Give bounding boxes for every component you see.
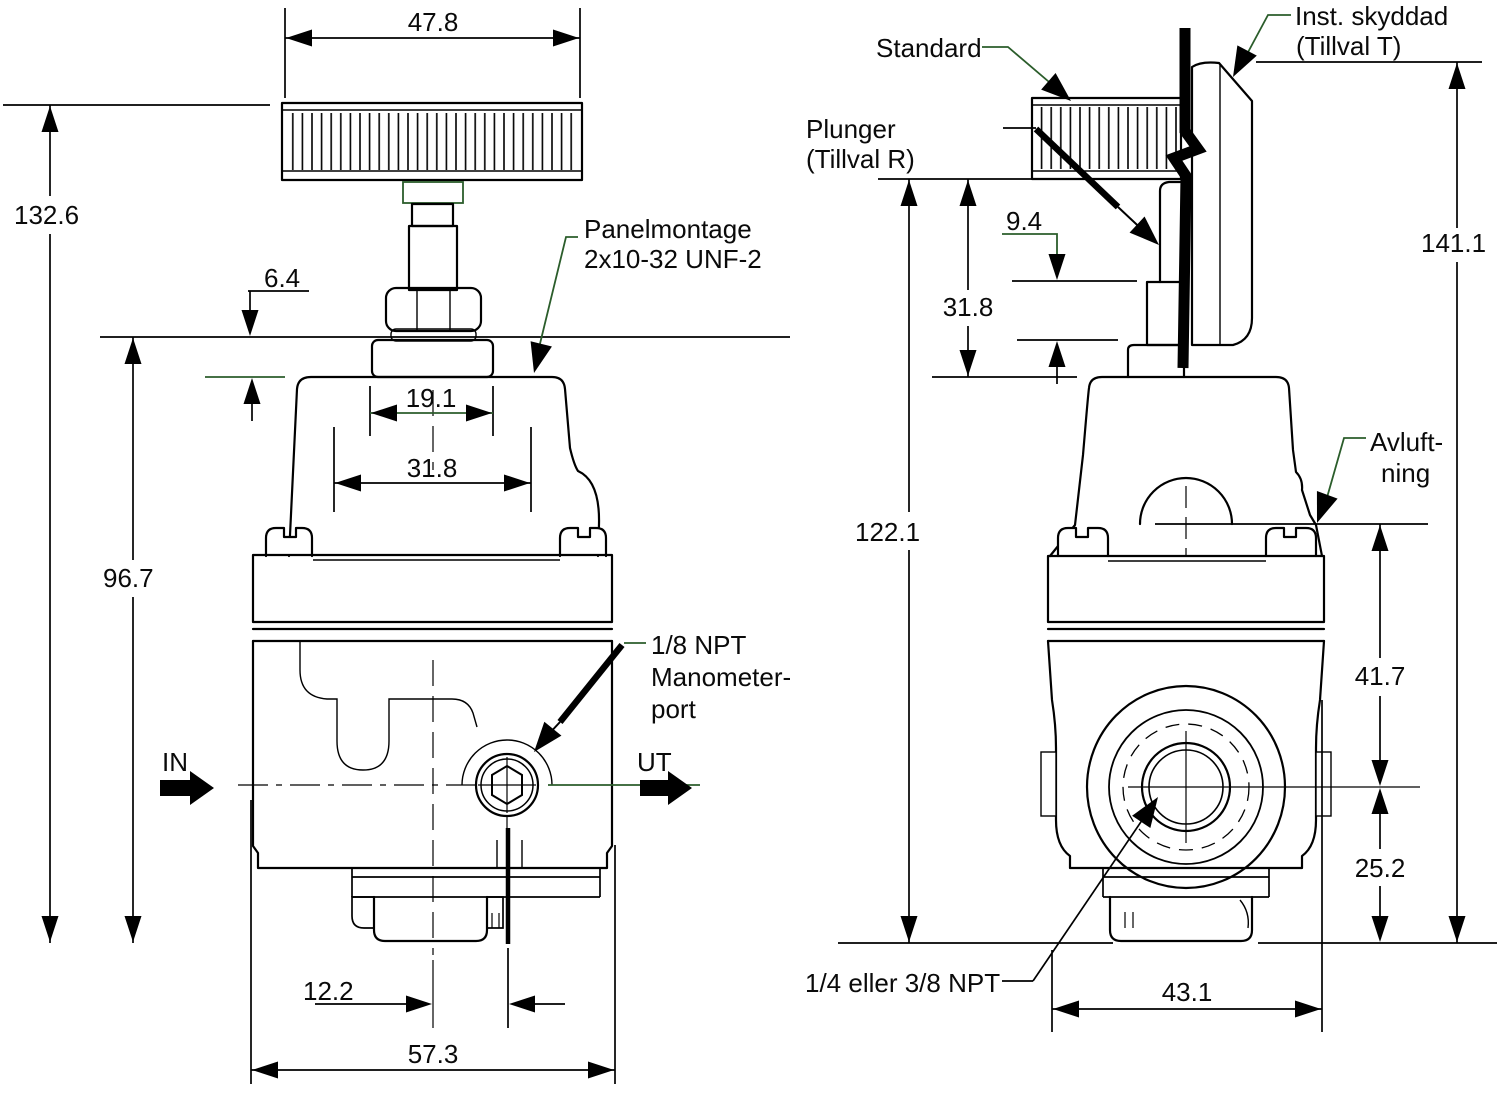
dim-panel-hole: 31.8 [407, 453, 458, 483]
vent-dome [1138, 476, 1234, 526]
label-tamper-2: (Tillval T) [1296, 31, 1401, 61]
tamper-cover [1190, 61, 1254, 347]
side-screw-left [1056, 526, 1110, 558]
label-gauge-port-1: 1/8 NPT [651, 630, 746, 660]
gauge-port [461, 739, 553, 944]
dim-side-total-height: 122.1 [855, 517, 920, 547]
dim-panel-thickness: 6.4 [264, 263, 300, 293]
side-knob [1030, 96, 1183, 181]
dim-total-height-tamper: 141.1 [1421, 228, 1486, 258]
side-boss-right [1315, 751, 1332, 817]
label-plunger-2: (Tillval R) [806, 144, 915, 174]
dim-plunger-travel: 9.4 [1006, 206, 1042, 236]
knob-collar [402, 181, 464, 204]
dim-port-to-base: 25.2 [1355, 853, 1406, 883]
dim-body-width: 57.3 [408, 1039, 459, 1069]
dim-gauge-port-offset: 12.2 [303, 976, 354, 1006]
adjustment-stem [407, 202, 459, 292]
side-screw-right [1264, 526, 1318, 558]
plunger-collar [1145, 280, 1185, 347]
bottom-cap [351, 868, 601, 943]
dim-stem-width: 19.1 [406, 383, 457, 413]
dim-port-width: 43.1 [1162, 977, 1213, 1007]
inlet-arrow-icon [160, 771, 214, 805]
dim-vent-to-port: 41.7 [1355, 661, 1406, 691]
regulator-body [251, 553, 614, 870]
side-bottom-cap [1102, 868, 1270, 943]
plunger-rod [1158, 180, 1182, 284]
side-view-regulator [1030, 28, 1332, 943]
panel-bushing [370, 338, 495, 379]
label-vent-1: Avluft- [1370, 427, 1443, 457]
label-gauge-port-3: port [651, 694, 697, 724]
label-outlet: UT [637, 747, 672, 777]
label-standard: Standard [876, 33, 982, 63]
outlet-arrow-icon [640, 771, 692, 805]
label-inlet: IN [162, 747, 188, 777]
label-port-thread: 1/4 eller 3/8 NPT [805, 968, 1000, 998]
label-plunger-1: Plunger [806, 114, 896, 144]
front-view-dimensions: 47.8 132.6 96.7 6.4 19.1 [3, 7, 791, 1084]
lock-nut [384, 286, 483, 342]
dim-body-height: 96.7 [103, 563, 154, 593]
adjustment-knob [280, 101, 584, 182]
bonnet-neck [1126, 343, 1186, 379]
dim-total-height: 132.6 [14, 200, 79, 230]
label-panel-mount-1: Panelmontage [584, 214, 752, 244]
side-spring-bonnet [1048, 375, 1324, 558]
bonnet-screw-left [264, 526, 314, 558]
side-knurl-texture [1036, 107, 1179, 169]
panel-section-bar [1165, 28, 1207, 369]
dim-knob-height: 31.8 [943, 292, 994, 322]
bonnet-screw-right [558, 526, 608, 558]
label-panel-mount-2: 2x10-32 UNF-2 [584, 244, 762, 274]
front-view-regulator [238, 101, 700, 955]
label-gauge-port-2: Manometer- [651, 662, 791, 692]
label-vent-2: ning [1381, 458, 1430, 488]
spring-bonnet [287, 375, 601, 558]
knurl-texture [286, 113, 578, 170]
side-boss-left [1040, 751, 1057, 817]
label-tamper-1: Inst. skyddad [1295, 1, 1448, 31]
side-view-dimensions: 141.1 122.1 31.8 9.4 Avluft- ning [805, 1, 1497, 1032]
dim-knob-width: 47.8 [408, 7, 459, 37]
